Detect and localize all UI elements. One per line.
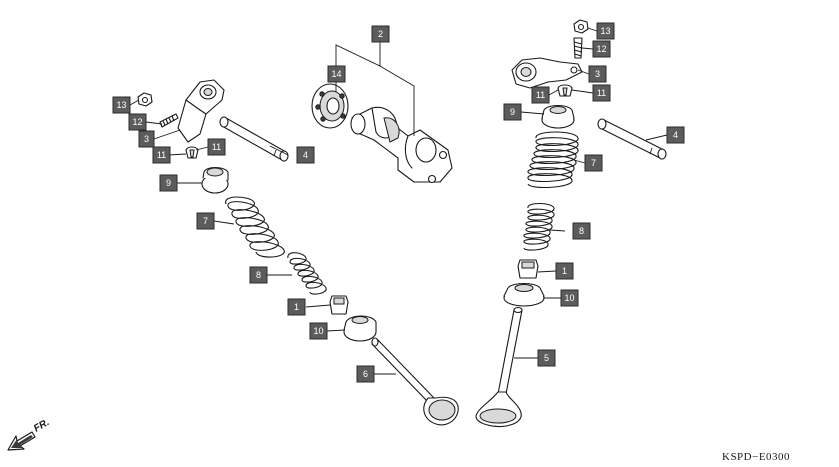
callout-13-left: 13 — [112, 96, 131, 114]
callout-3-left: 3 — [138, 130, 155, 148]
callout-9-left: 9 — [159, 174, 178, 192]
svg-text:8: 8 — [579, 226, 584, 236]
svg-text:11: 11 — [212, 142, 221, 152]
callout-11-left-b: 11 — [207, 138, 226, 156]
svg-text:7: 7 — [203, 216, 208, 226]
valve-stem-seal-right — [517, 259, 539, 279]
svg-text:4: 4 — [673, 130, 678, 140]
callout-5: 5 — [537, 349, 556, 367]
rocker-arm-right — [511, 57, 583, 89]
callout-7-right: 7 — [584, 154, 603, 172]
valve-cotter-right — [557, 84, 573, 97]
diagram-code-label: KSPD−E0300 — [722, 451, 791, 463]
outer-valve-spring-left — [225, 196, 285, 258]
front-direction-arrow-icon: FR. — [7, 418, 51, 451]
callout-10-left: 10 — [309, 322, 328, 340]
svg-text:12: 12 — [596, 44, 606, 54]
callout-13-right: 13 — [596, 22, 615, 40]
svg-text:5: 5 — [544, 353, 549, 363]
inner-valve-spring-left — [287, 252, 327, 295]
rocker-shaft-left — [219, 116, 289, 162]
adjusting-screw-right — [573, 37, 583, 59]
callout-9-right: 9 — [503, 103, 522, 121]
callout-14: 14 — [327, 65, 346, 83]
svg-text:10: 10 — [564, 293, 574, 303]
svg-text:11: 11 — [157, 150, 166, 160]
leader-lines — [129, 27, 668, 375]
rocker-shaft-right — [597, 118, 667, 160]
callout-1-left: 1 — [287, 298, 306, 316]
callout-12-right: 12 — [592, 40, 611, 58]
svg-text:6: 6 — [363, 369, 368, 379]
svg-text:3: 3 — [144, 134, 149, 144]
svg-text:4: 4 — [303, 150, 308, 160]
spring-retainer-right — [541, 104, 575, 129]
outer-valve-spring-right — [527, 131, 579, 189]
callout-11-left-a: 11 — [152, 146, 171, 164]
svg-text:10: 10 — [313, 326, 323, 336]
valve-left — [371, 337, 459, 426]
callout-6: 6 — [356, 365, 375, 383]
callout-1-right: 1 — [555, 262, 574, 280]
svg-text:3: 3 — [595, 69, 600, 79]
svg-text:7: 7 — [591, 158, 596, 168]
svg-text:11: 11 — [597, 88, 606, 98]
callout-11-right-a: 11 — [531, 86, 550, 104]
svg-text:9: 9 — [510, 107, 515, 117]
callout-11-right-b: 11 — [592, 84, 611, 102]
camshaft-bearing — [311, 83, 349, 129]
svg-text:13: 13 — [600, 26, 610, 36]
svg-text:13: 13 — [116, 100, 126, 110]
svg-text:11: 11 — [536, 90, 545, 100]
spring-seat-left — [343, 315, 377, 342]
callout-8-left: 8 — [249, 266, 268, 284]
spring-seat-right — [503, 282, 545, 307]
callout-7-left: 7 — [196, 212, 215, 230]
rocker-arm-left — [177, 79, 225, 143]
adjusting-screw-left — [159, 113, 179, 128]
callout-10-right: 10 — [560, 289, 579, 307]
callout-8-right: 8 — [572, 222, 591, 240]
callout-12-left: 12 — [128, 113, 147, 131]
valve-cotter-left — [185, 146, 199, 159]
svg-text:8: 8 — [256, 270, 261, 280]
svg-text:14: 14 — [331, 69, 341, 79]
valve-stem-seal-left — [329, 295, 349, 315]
valve-right — [475, 306, 523, 428]
svg-text:1: 1 — [562, 266, 567, 276]
svg-text:12: 12 — [132, 117, 142, 127]
callout-4-left: 4 — [296, 146, 315, 164]
svg-text:1: 1 — [294, 302, 299, 312]
callout-2: 2 — [371, 25, 390, 43]
callout-3-right: 3 — [588, 65, 607, 83]
adjusting-nut-right — [573, 19, 589, 34]
camshaft — [350, 106, 453, 184]
adjusting-nut-left — [137, 92, 153, 107]
svg-text:9: 9 — [166, 178, 171, 188]
inner-valve-spring-right — [523, 202, 555, 251]
callout-4-right: 4 — [666, 126, 685, 144]
spring-retainer-left — [201, 166, 229, 194]
svg-text:2: 2 — [378, 29, 383, 39]
front-label: FR. — [32, 418, 51, 435]
